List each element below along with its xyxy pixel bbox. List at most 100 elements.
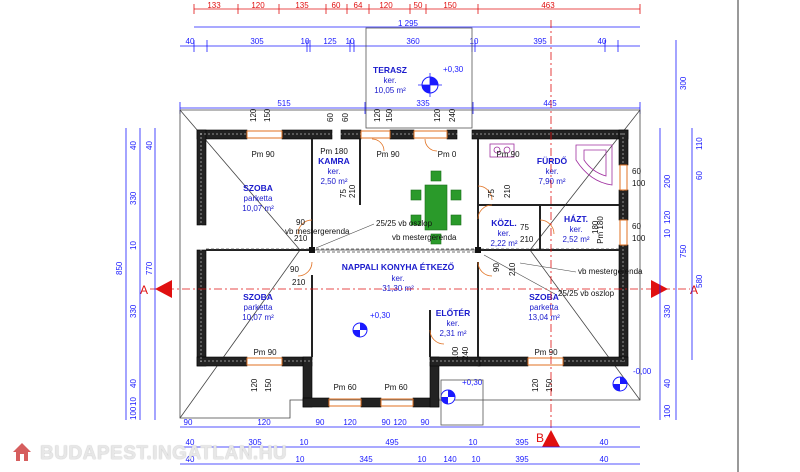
opening-dim: 150: [264, 378, 273, 392]
bottom-dim: 495: [385, 438, 399, 447]
top-blue-dim: 40: [186, 37, 195, 46]
terrace-label: ker.: [384, 76, 397, 85]
opening-dim: 180: [591, 220, 600, 234]
terrace-outline: [365, 27, 473, 129]
bottom-dim: 10: [296, 455, 305, 464]
opening-dim: 60: [341, 113, 350, 122]
level-value: -0,00: [633, 367, 652, 376]
small-dim: 210: [508, 262, 517, 276]
small-dim: 60: [632, 167, 641, 176]
beam-note: vb mestergerenda: [578, 267, 643, 276]
bottom-dim: 120: [343, 418, 357, 427]
column-note: 25/25 vb oszlop: [376, 219, 433, 228]
room-area: 7,90 m²: [538, 177, 565, 186]
right-dim: 300: [679, 76, 688, 90]
small-dim: 75: [339, 189, 348, 198]
bottom-dim: 10: [472, 455, 481, 464]
dining-table-icon: [410, 170, 462, 245]
room-sub: ker.: [392, 274, 405, 283]
room-area: 2,52 m²: [562, 235, 589, 244]
bottom-dim: 345: [359, 455, 373, 464]
left-dim: 770: [145, 261, 154, 275]
left-dim: 330: [129, 304, 138, 318]
top-blue-dim: 10: [301, 37, 310, 46]
door-label: Pm 90: [376, 150, 400, 159]
mid-dim: 515: [277, 99, 291, 108]
bottom-dim: 120: [257, 418, 271, 427]
bottom-dim: 140: [443, 455, 457, 464]
left-dim: 850: [115, 261, 124, 275]
door-label: Pm 60: [384, 383, 408, 392]
top-red-dim: 150: [443, 1, 457, 10]
right-dim: 120: [663, 210, 672, 224]
bottom-dim: 90: [316, 418, 325, 427]
small-dim: 240: [461, 346, 470, 360]
beam-note: vb mestergerenda: [285, 227, 350, 236]
door-label: Pm 0: [438, 150, 457, 159]
left-dim: 40: [129, 379, 138, 388]
left-dimension: [125, 128, 156, 420]
bottom-dim: 10: [300, 438, 309, 447]
top-blue-dimension: 40 305 10 125 10 360 10 395 40: [180, 37, 640, 52]
door-label: Pm 60: [333, 383, 357, 392]
room-area: 13,04 m²: [528, 313, 560, 322]
right-dim: 110: [695, 137, 704, 150]
small-dim: 210: [520, 235, 534, 244]
section-line-b: [542, 20, 560, 447]
terrace-level: +0,30: [443, 65, 464, 74]
top-blue-dim: 305: [250, 37, 264, 46]
bottom-dim: 90: [184, 418, 193, 427]
opening-dim: 150: [263, 108, 272, 122]
right-dimension: [659, 40, 693, 420]
top-blue-dim: 40: [598, 37, 607, 46]
level-marker-icon: [612, 376, 628, 392]
left-dim: 40: [129, 141, 138, 150]
mid-dim: 335: [416, 99, 430, 108]
section-line-a: [150, 280, 690, 298]
opening-dim: 240: [448, 108, 457, 122]
door-label: Pm 90: [251, 150, 275, 159]
column-icon: [309, 247, 315, 253]
door-label: Pm 90: [534, 348, 558, 357]
small-dim: 100: [632, 234, 646, 243]
section-a-left: A: [140, 283, 148, 297]
opening-dims: 120 150 60 60 120 150 120 240: [249, 108, 457, 122]
door-label: Pm 90: [253, 348, 277, 357]
entry-step: [440, 379, 484, 426]
watermark-text: BUDAPEST.INGATLAN.HU: [40, 443, 288, 464]
room-sub: ker.: [570, 225, 583, 234]
top-red-dimension: 133 120 135 60 64 120 50 150 463: [193, 1, 641, 14]
right-dim: 580: [695, 274, 704, 288]
room-sub: parketta: [530, 303, 559, 312]
small-dim: 75: [520, 223, 529, 232]
room-sub: parketta: [244, 194, 273, 203]
room-name: SZOBA: [529, 292, 559, 302]
section-a-right: A: [690, 283, 698, 297]
terrace-name: TERASZ: [373, 65, 407, 75]
opening-dim: 150: [385, 108, 394, 122]
room-sub: ker.: [328, 167, 341, 176]
left-dim: 10: [129, 397, 138, 406]
top-red-dim: 64: [354, 1, 363, 10]
wall-hatch: [200, 133, 625, 362]
bottom-dim: 40: [186, 455, 195, 464]
small-dim: 100: [632, 179, 646, 188]
bottom-dim: 90: [421, 418, 430, 427]
bottom-dim: 40: [600, 455, 609, 464]
level-marker-icon: [352, 322, 368, 338]
level-value: +0,30: [370, 311, 391, 320]
room-area: 2,31 m²: [439, 329, 466, 338]
room-area: 31,30 m²: [382, 284, 414, 293]
right-dim: 750: [679, 244, 688, 258]
door-label: Pm 180: [320, 147, 348, 156]
small-dim: 90: [296, 218, 305, 227]
bottom-dim: 395: [515, 438, 529, 447]
left-dim: 10: [129, 241, 138, 250]
small-dim: 210: [503, 184, 512, 198]
small-dim: 210: [294, 234, 308, 243]
opening-dim: 120: [531, 378, 540, 392]
watermark: BUDAPEST.INGATLAN.HU: [4, 436, 294, 470]
small-dim: 100: [451, 346, 460, 360]
room-name: ELŐTÉR: [436, 307, 470, 318]
room-sub: ker.: [546, 167, 559, 176]
